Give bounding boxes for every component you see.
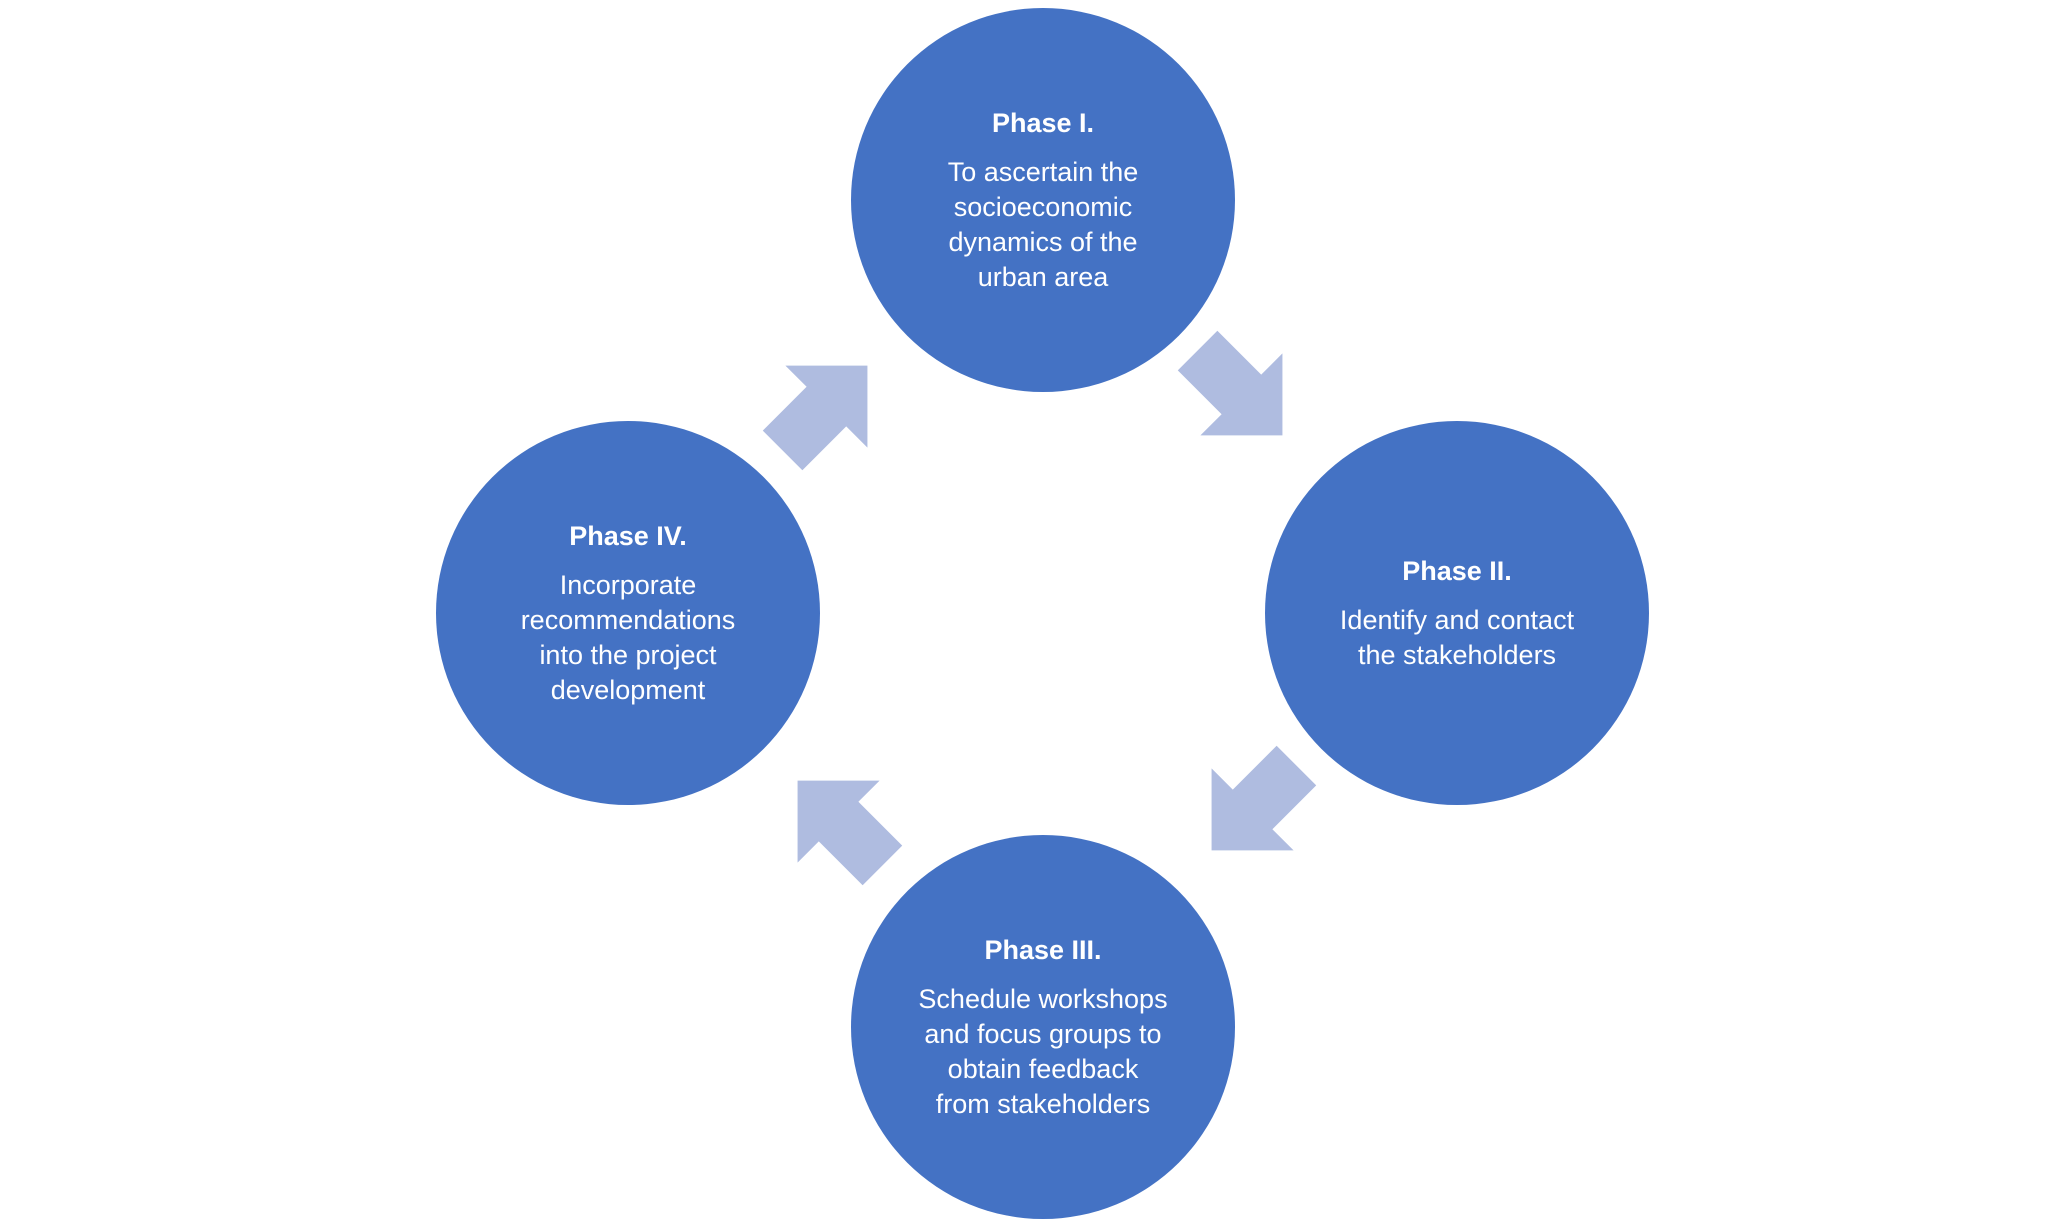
phase-1-desc-line: socioeconomic [953, 191, 1133, 222]
phase-1-desc-line: dynamics of the [948, 226, 1138, 257]
phase-2-title: Phase II. [1402, 555, 1512, 586]
phase-4-circle: Phase IV. Incorporate recommendations in… [436, 421, 820, 805]
phase-2-desc-line: Identify and contact [1339, 604, 1575, 635]
arrow-phase4-to-phase1 [741, 324, 909, 492]
phase-4-description: Incorporate recommendations into the pro… [521, 568, 736, 708]
phase-3-desc-line: Schedule workshops [918, 983, 1168, 1014]
phase-1-description: To ascertain the socioeconomic dynamics … [948, 155, 1139, 295]
phase-4-desc-line: recommendations [520, 604, 736, 635]
phase-4-desc-line: development [550, 674, 706, 705]
phase-3-circle: Phase III. Schedule workshops and focus … [851, 835, 1235, 1219]
phase-4-desc-line: into the project [539, 639, 717, 670]
phase-1-circle: Phase I. To ascertain the socioeconomic … [851, 8, 1235, 392]
phase-3-desc-line: and focus groups to [924, 1018, 1162, 1049]
arrow-phase2-to-phase3 [1170, 724, 1338, 892]
phase-1-desc-line: urban area [977, 261, 1109, 292]
phase-3-description: Schedule workshops and focus groups to o… [918, 982, 1167, 1122]
phase-3-title: Phase III. [984, 934, 1102, 965]
phase-3-desc-line: from stakeholders [935, 1088, 1151, 1119]
phase-4-desc-line: Incorporate [559, 569, 697, 600]
phase-2-desc-line: the stakeholders [1357, 639, 1557, 670]
phase-1-title: Phase I. [991, 107, 1095, 138]
phase-2-description: Identify and contact the stakeholders [1340, 603, 1574, 673]
arrow-phase3-to-phase4 [756, 739, 924, 907]
phase-1-desc-line: To ascertain the [947, 156, 1139, 187]
phase-2-circle: Phase II. Identify and contact the stake… [1265, 421, 1649, 805]
phase-4-title: Phase IV. [569, 520, 687, 551]
phase-3-desc-line: obtain feedback [947, 1053, 1139, 1084]
arrow-phase1-to-phase2 [1156, 309, 1324, 477]
